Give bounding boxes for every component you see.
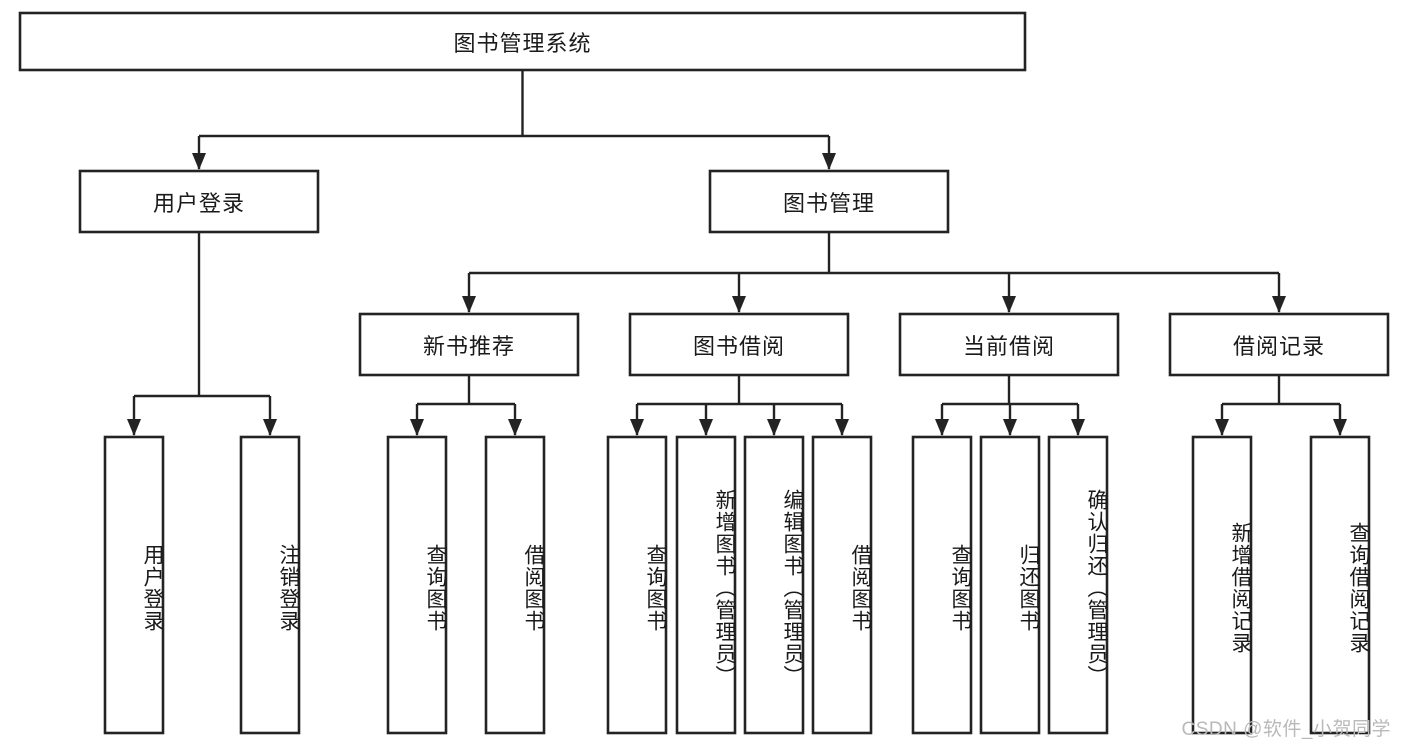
- node-box-leaf-add-book-admin[interactable]: [675, 435, 737, 735]
- node-box-leaf-user-login[interactable]: [103, 435, 165, 735]
- connector-layer: [127, 70, 1347, 436]
- node-box-leaf-borrow-book-2[interactable]: [811, 435, 873, 735]
- arrow-head-l2-current-borrow: [1002, 296, 1016, 313]
- node-box-leaf-confirm-return-admin[interactable]: [1047, 435, 1109, 735]
- arrow-head-l2-book-borrow: [732, 296, 746, 313]
- arrow-head-leaf-borrow-book-2: [835, 419, 849, 436]
- node-box-l1-book-manage[interactable]: [708, 169, 950, 234]
- arrow-head-leaf-query-borrow-record: [1333, 419, 1347, 436]
- arrow-head-leaf-add-borrow-record: [1215, 419, 1229, 436]
- arrow-head-leaf-borrow-book-1: [508, 419, 522, 436]
- node-box-leaf-query-book-3[interactable]: [911, 435, 973, 735]
- arrow-head-l1-user-login: [192, 153, 206, 170]
- node-box-l2-book-borrow[interactable]: [628, 312, 850, 377]
- arrow-head-l1-book-manage: [822, 153, 836, 170]
- arrow-head-leaf-query-book-2: [630, 419, 644, 436]
- arrow-head-leaf-return-book: [1003, 419, 1017, 436]
- watermark-text: CSDN @软件_小贺同学: [1181, 719, 1391, 740]
- arrow-head-leaf-user-login: [127, 419, 141, 436]
- node-box-leaf-add-borrow-record[interactable]: [1191, 435, 1253, 735]
- node-box-root[interactable]: [18, 11, 1027, 72]
- node-box-leaf-edit-book-admin[interactable]: [743, 435, 805, 735]
- arrow-head-l2-borrow-record: [1272, 296, 1286, 313]
- arrow-head-leaf-confirm-return-admin: [1071, 419, 1085, 436]
- node-box-l2-current-borrow[interactable]: [898, 312, 1120, 377]
- node-box-l2-borrow-record[interactable]: [1168, 312, 1390, 377]
- node-box-l2-new-book-rec[interactable]: [358, 312, 580, 377]
- node-box-leaf-logout-login[interactable]: [239, 435, 301, 735]
- arrow-head-l2-new-book-rec: [462, 296, 476, 313]
- node-box-leaf-query-book-2[interactable]: [606, 435, 668, 735]
- arrow-head-leaf-query-book-3: [935, 419, 949, 436]
- node-layer: [18, 11, 1390, 735]
- node-box-leaf-query-borrow-record[interactable]: [1309, 435, 1371, 735]
- arrow-head-leaf-query-book-1: [410, 419, 424, 436]
- arrow-head-leaf-add-book-admin: [699, 419, 713, 436]
- node-box-leaf-return-book[interactable]: [979, 435, 1041, 735]
- node-box-leaf-query-book-1[interactable]: [386, 435, 448, 735]
- node-box-l1-user-login[interactable]: [78, 169, 320, 234]
- arrow-head-leaf-logout-login: [263, 419, 277, 436]
- node-box-leaf-borrow-book-1[interactable]: [484, 435, 546, 735]
- arrow-head-leaf-edit-book-admin: [767, 419, 781, 436]
